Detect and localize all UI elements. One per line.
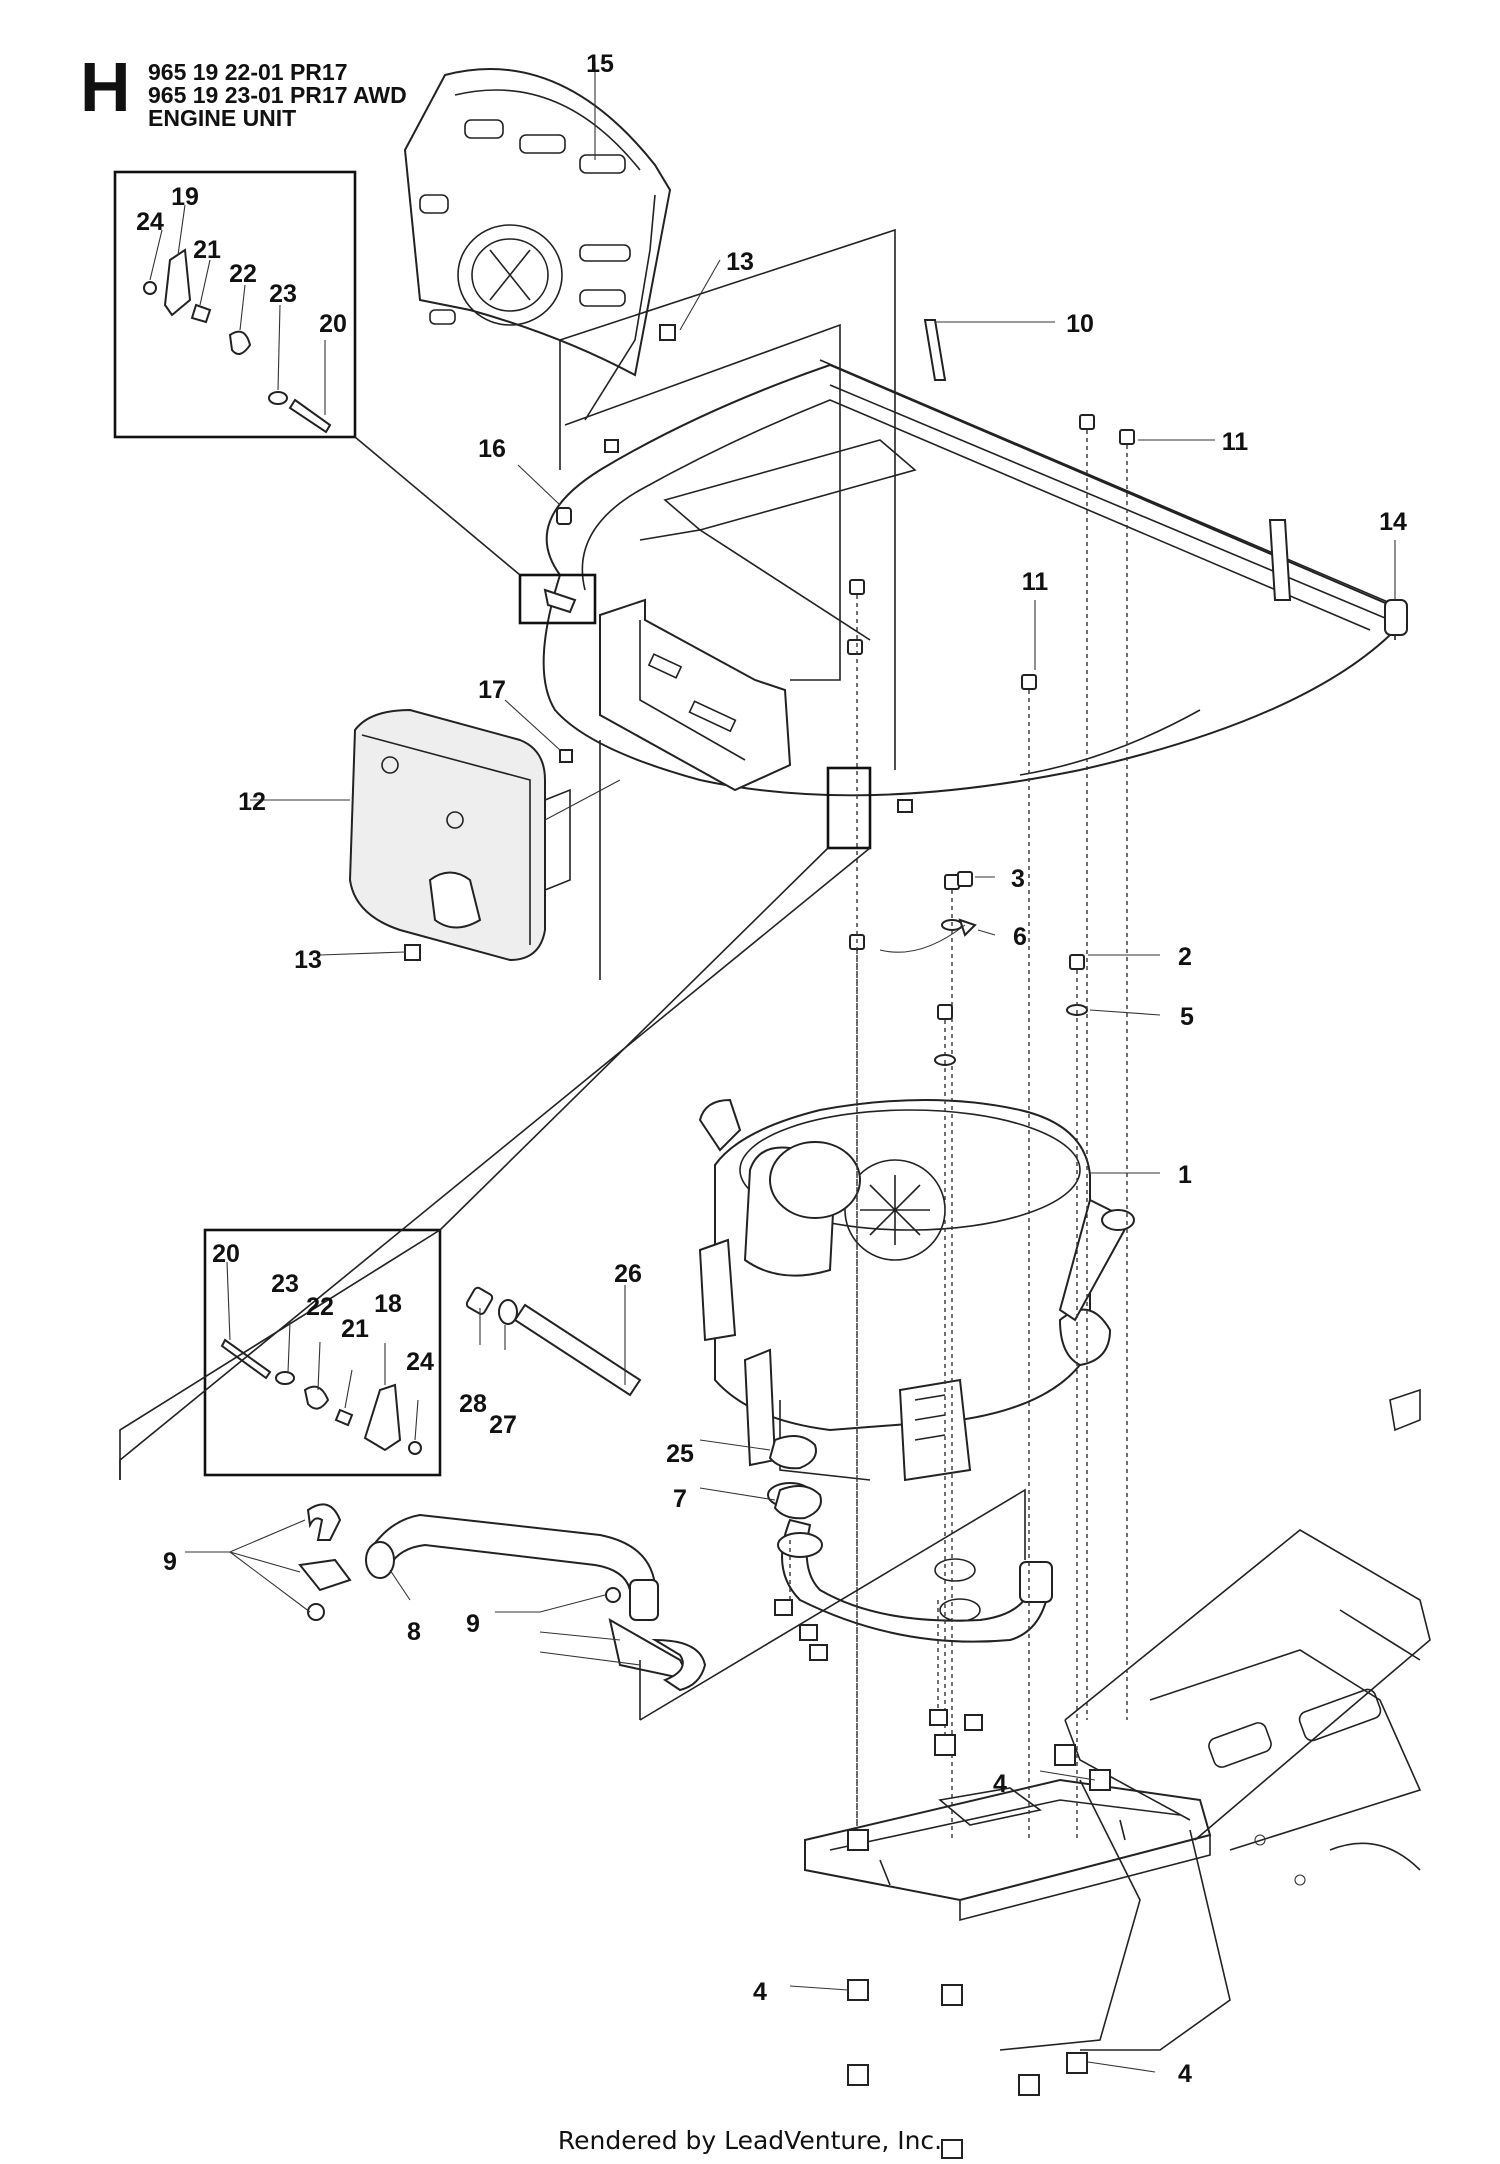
engine-cover <box>403 68 672 421</box>
callout-13: 13 <box>726 248 754 276</box>
muffler <box>348 708 621 962</box>
callout-labels: 15 13 10 11 14 16 11 17 12 13 3 6 2 5 1 … <box>136 50 1407 2088</box>
callout-26: 26 <box>614 1260 642 1288</box>
callout-4: 4 <box>1178 2060 1192 2088</box>
gasket-25 <box>768 1435 817 1470</box>
callout-27: 27 <box>489 1411 517 1439</box>
detail-box-lower <box>119 766 872 1480</box>
assembly-outline-2 <box>559 228 896 980</box>
chassis-frame <box>999 1388 1431 2051</box>
callout-21: 21 <box>193 236 221 264</box>
callout-22: 22 <box>229 260 257 288</box>
leader-lines <box>149 62 1396 2073</box>
callout-6: 6 <box>1013 923 1027 951</box>
engine-mount-plate <box>804 1778 1212 1922</box>
gasket-7 <box>773 1485 822 1520</box>
callout-14: 14 <box>1379 508 1407 536</box>
callout-10: 10 <box>1066 310 1094 338</box>
detail-box-upper <box>113 170 597 625</box>
callout-3: 3 <box>1011 865 1025 893</box>
callout-7: 7 <box>673 1485 687 1513</box>
assembly-outline <box>119 847 1026 1721</box>
callout-17: 17 <box>478 676 506 704</box>
callout-24: 24 <box>406 1348 434 1376</box>
callout-19: 19 <box>171 183 199 211</box>
callout-11: 11 <box>1022 568 1049 596</box>
callout-1: 1 <box>1178 1161 1192 1189</box>
callout-12: 12 <box>238 788 266 816</box>
diagram-title: ENGINE UNIT <box>148 105 297 131</box>
callout-13: 13 <box>294 946 322 974</box>
mounting-hardware <box>404 324 1135 2159</box>
engine <box>698 1098 1135 1482</box>
callout-11: 11 <box>1222 428 1249 456</box>
callout-22: 22 <box>306 1293 334 1321</box>
callout-23: 23 <box>269 280 297 308</box>
callout-23: 23 <box>271 1270 299 1298</box>
footer-credit: Rendered by LeadVenture, Inc. <box>557 2126 943 2155</box>
callout-18: 18 <box>374 1290 402 1318</box>
callout-5: 5 <box>1180 1003 1194 1031</box>
callout-16: 16 <box>478 435 506 463</box>
callout-8: 8 <box>407 1618 421 1646</box>
callout-4: 4 <box>993 1770 1007 1798</box>
callout-21: 21 <box>341 1315 369 1343</box>
model-line-2: 965 19 23-01 PR17 AWD <box>148 82 407 108</box>
hose-clamps <box>298 1503 707 1692</box>
model-line-1: 965 19 22-01 PR17 <box>148 59 348 85</box>
callout-24: 24 <box>136 208 164 236</box>
callout-20: 20 <box>319 310 347 338</box>
callout-20: 20 <box>212 1240 240 1268</box>
callout-25: 25 <box>666 1440 694 1468</box>
section-letter: H <box>80 48 131 126</box>
callout-4: 4 <box>753 1978 767 2006</box>
callout-2: 2 <box>1178 943 1192 971</box>
oil-drain-tube <box>465 1286 642 1397</box>
callout-9: 9 <box>466 1610 480 1638</box>
muffler-bracket <box>599 598 792 792</box>
callout-28: 28 <box>459 1390 487 1418</box>
breather-hose <box>365 1513 659 1621</box>
callout-15: 15 <box>586 50 614 78</box>
callout-9: 9 <box>163 1548 177 1576</box>
